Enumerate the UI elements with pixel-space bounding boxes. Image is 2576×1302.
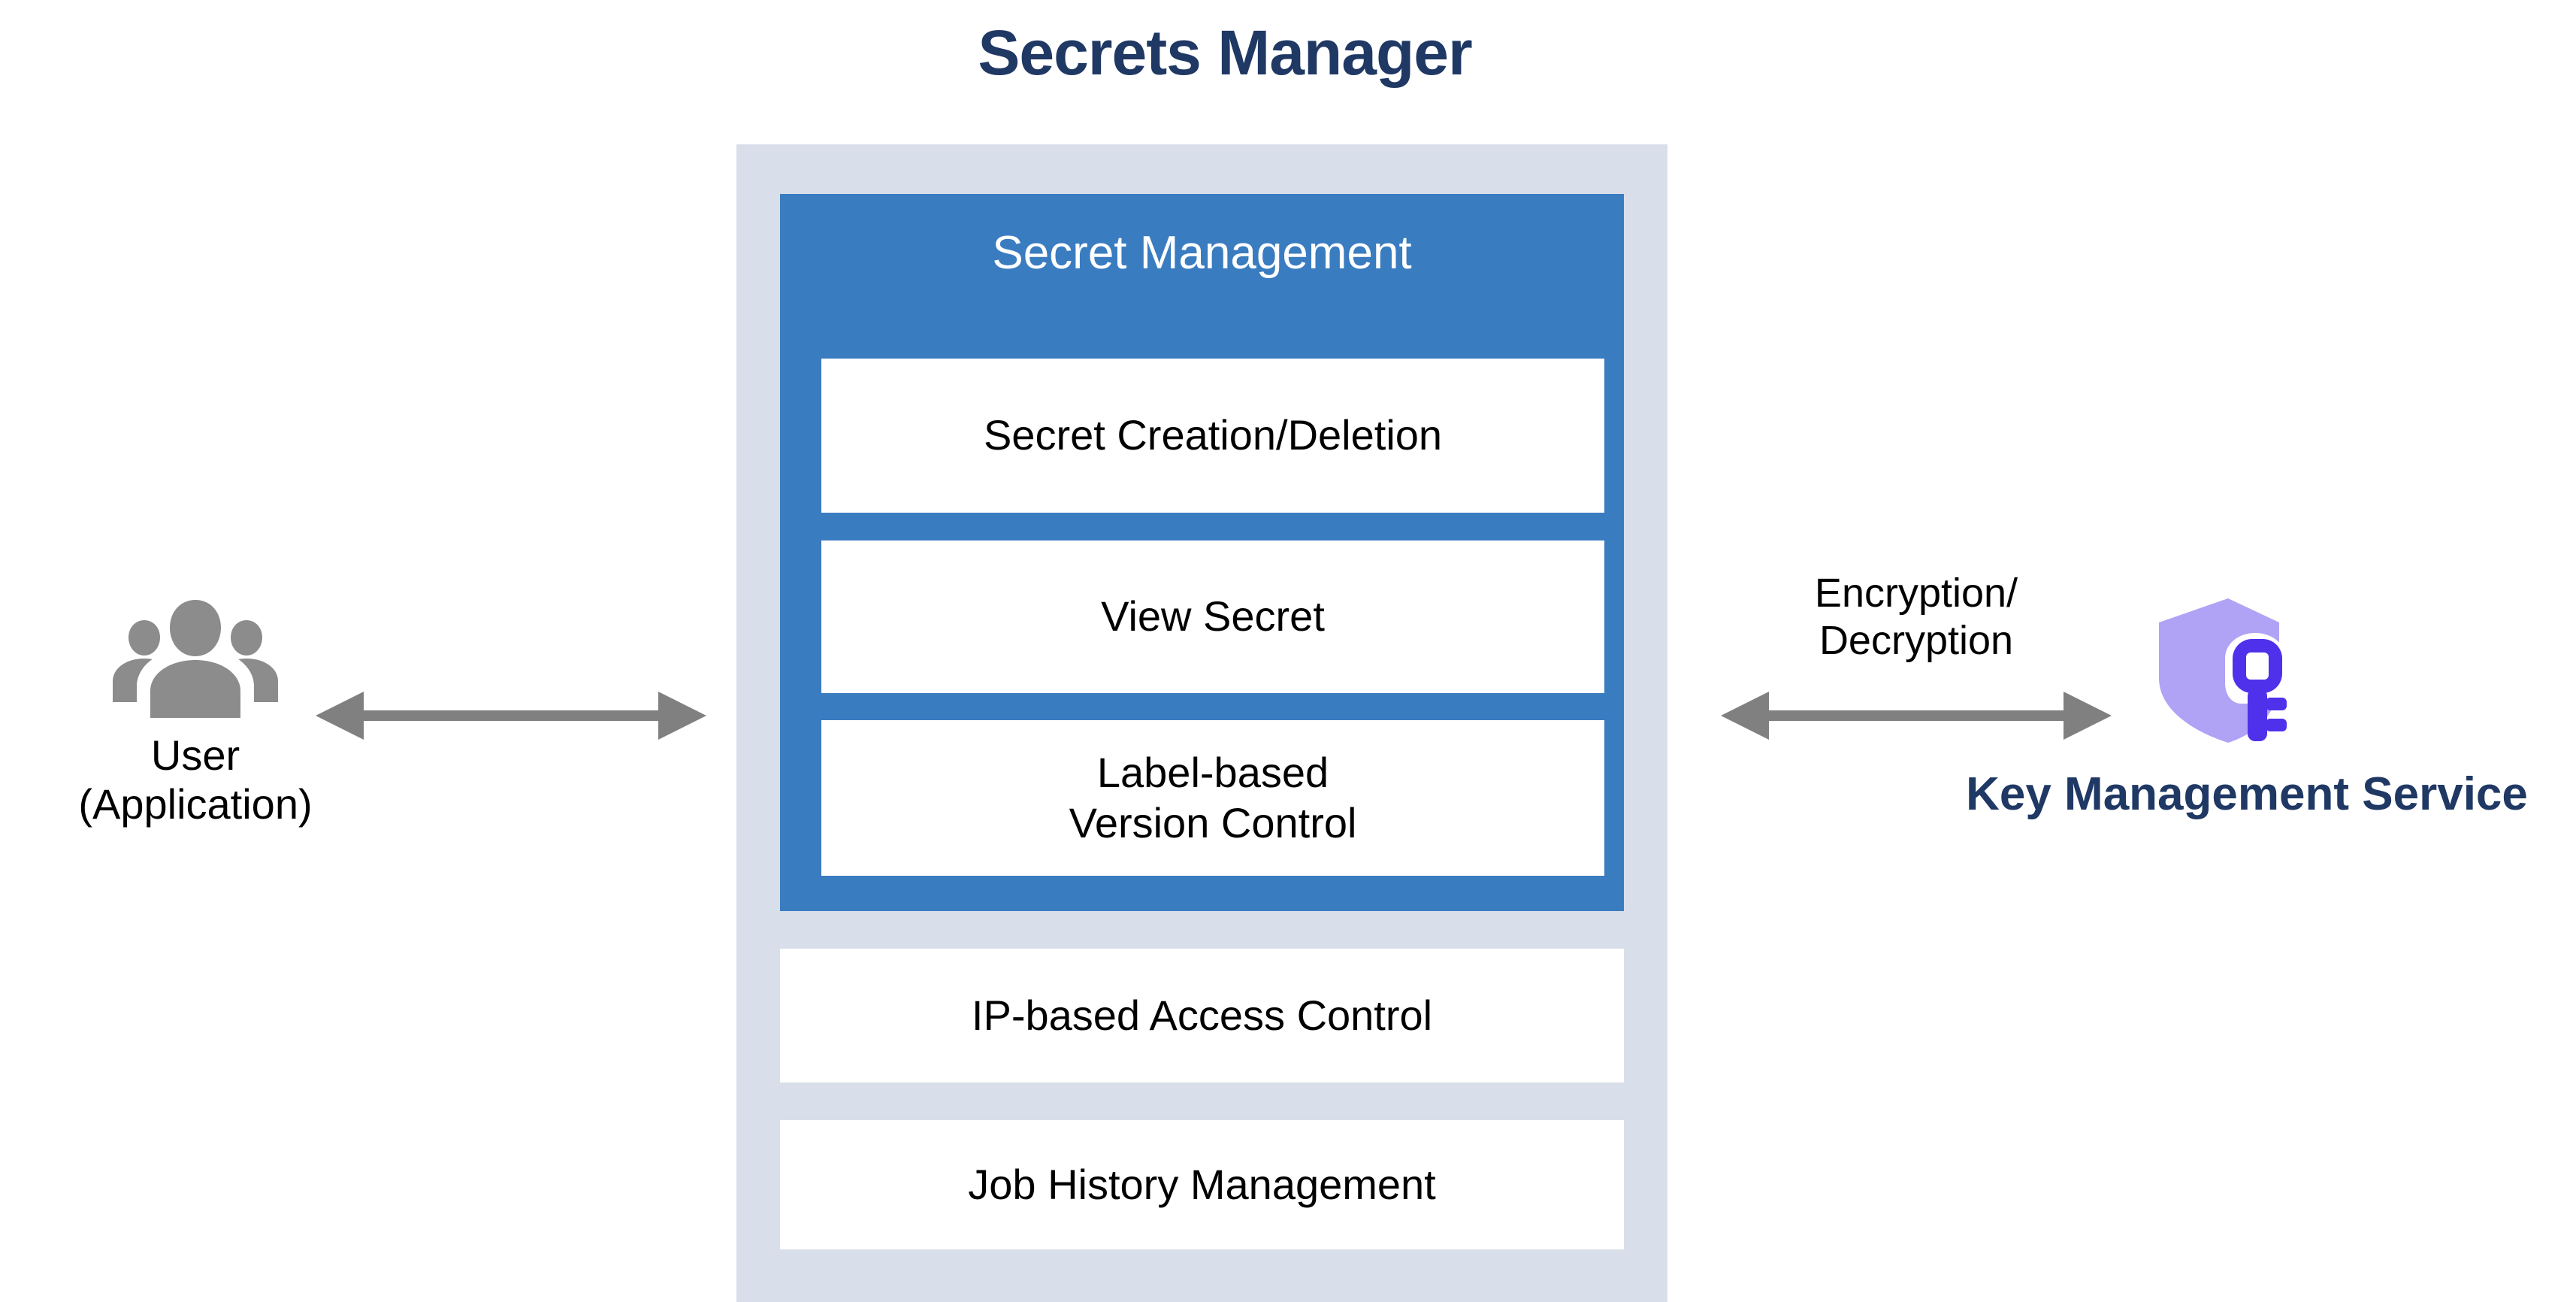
feature-box-secret-creation-deletion[interactable]: Secret Creation/Deletion bbox=[821, 359, 1604, 513]
kms-actor: Key Management Service bbox=[1924, 594, 2570, 818]
shield-key-icon bbox=[2159, 598, 2287, 743]
secrets-manager-container: Secret Management Secret Creation/Deleti… bbox=[736, 144, 1667, 1302]
users-group-icon bbox=[113, 595, 278, 718]
feature-box-ip-based-access-control[interactable]: IP-based Access Control bbox=[780, 949, 1624, 1082]
kms-actor-label: Key Management Service bbox=[1966, 768, 2528, 820]
feature-box-label-based-version-control[interactable]: Label-based Version Control bbox=[821, 720, 1604, 876]
user-actor-label: User (Application) bbox=[78, 731, 313, 828]
encryption-decryption-label: Encryption/ Decryption bbox=[1814, 571, 2018, 664]
arrow-user-to-secrets-manager bbox=[316, 692, 706, 740]
secret-management-panel: Secret Management Secret Creation/Deleti… bbox=[780, 194, 1624, 911]
arrow-secrets-manager-to-kms bbox=[1721, 692, 2112, 740]
feature-box-job-history-management[interactable]: Job History Management bbox=[780, 1120, 1624, 1249]
page-title: Secrets Manager bbox=[978, 17, 1472, 88]
user-actor: User (Application) bbox=[41, 594, 349, 829]
feature-box-view-secret[interactable]: View Secret bbox=[821, 540, 1604, 693]
secret-management-heading: Secret Management bbox=[992, 227, 1412, 279]
